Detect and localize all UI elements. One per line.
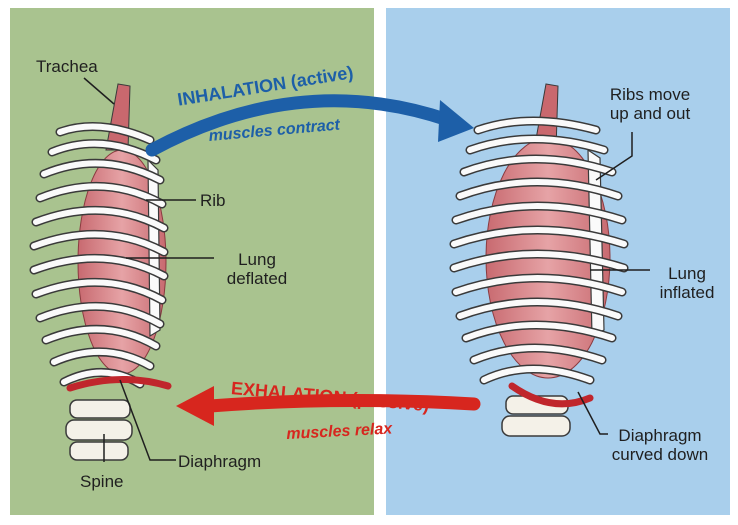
ribs-move-line1: Ribs move [588,85,712,104]
left-spine [66,400,132,460]
lung-deflated-line2: deflated [212,269,302,288]
trachea-label: Trachea [36,57,98,76]
right-ribcage [454,84,650,436]
lung-inflated-line1: Lung [652,264,722,283]
left-diaphragm-label: Diaphragm [178,452,261,471]
ribs-move-line2: up and out [588,104,712,123]
spine-label: Spine [80,472,123,491]
left-diaphragm [70,379,168,388]
lung-inflated-line2: inflated [652,283,722,302]
right-diaphragm-line1: Diaphragm [598,426,722,445]
ribs-move-label: Ribs move up and out [588,85,712,123]
lung-deflated-line1: Lung [212,250,302,269]
lung-deflated-label: Lung deflated [212,250,302,288]
rib-label: Rib [200,191,226,210]
lung-inflated-label: Lung inflated [652,264,722,302]
left-trachea [106,84,130,150]
right-diaphragm-label: Diaphragm curved down [598,426,722,464]
right-diaphragm-line2: curved down [598,445,722,464]
